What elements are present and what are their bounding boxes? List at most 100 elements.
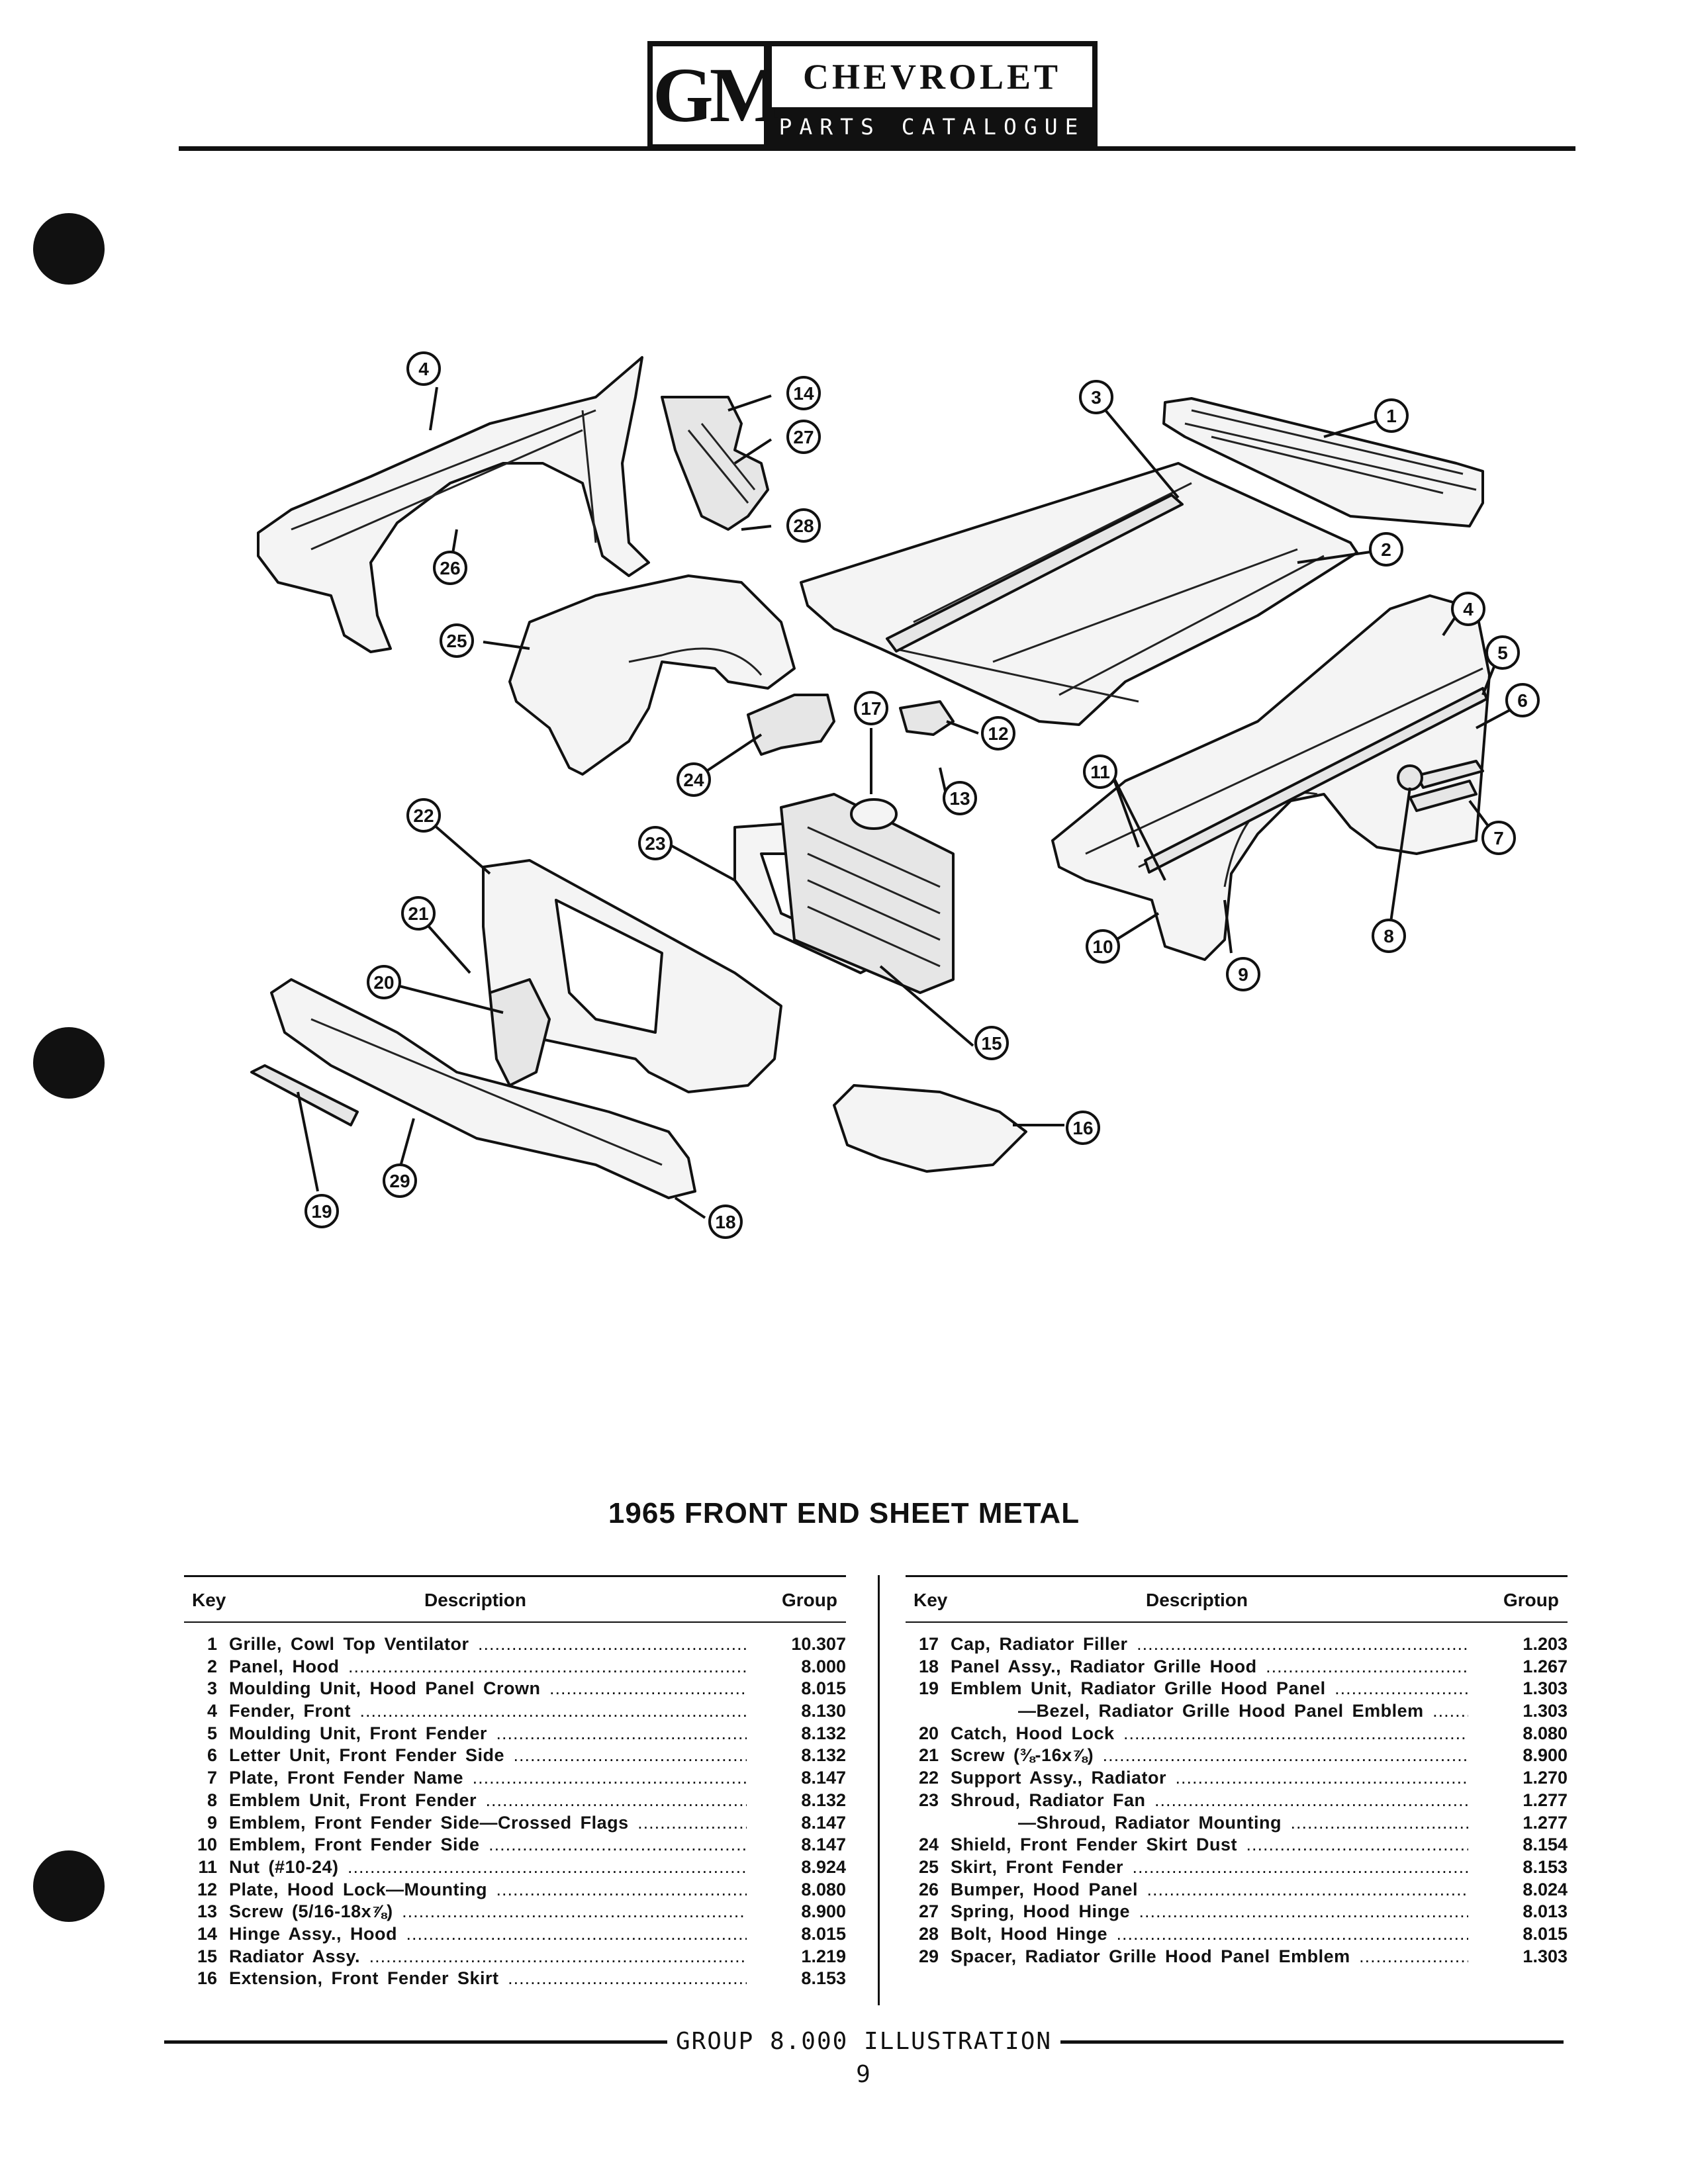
svg-text:25: 25 xyxy=(446,631,467,651)
svg-text:18: 18 xyxy=(715,1212,735,1232)
callout-15: 15 xyxy=(974,1026,1009,1060)
callout-8: 8 xyxy=(1372,919,1406,953)
part-hood-hinge xyxy=(661,396,769,531)
callout-20: 20 xyxy=(367,965,401,999)
svg-text:20: 20 xyxy=(373,972,394,993)
callout-24: 24 xyxy=(677,762,711,797)
svg-text:16: 16 xyxy=(1072,1118,1093,1138)
svg-text:2: 2 xyxy=(1381,539,1391,560)
svg-text:17: 17 xyxy=(861,698,881,719)
part-hood-lock-plate xyxy=(899,700,955,736)
brand-name: CHEVROLET xyxy=(772,46,1092,107)
callout-2: 2 xyxy=(1369,532,1403,567)
table-rule xyxy=(184,1621,846,1623)
svg-text:19: 19 xyxy=(311,1201,332,1222)
callout-23: 23 xyxy=(638,826,673,860)
callout-27: 27 xyxy=(786,420,821,454)
leader-lines xyxy=(297,387,1517,1219)
svg-text:22: 22 xyxy=(413,805,434,826)
part-fender-letters xyxy=(1397,760,1484,812)
header-group: Group xyxy=(1503,1590,1559,1610)
part-hood-moulding xyxy=(886,494,1184,653)
part-cowl-vent-grille xyxy=(1162,397,1484,527)
callout-7: 7 xyxy=(1481,821,1516,855)
header-key: Key xyxy=(192,1590,226,1610)
callout-14: 14 xyxy=(786,376,821,410)
svg-text:29: 29 xyxy=(389,1171,410,1191)
footer-caption: GROUP 8.000 ILLUSTRATION 9 xyxy=(675,2028,1053,2088)
svg-text:26: 26 xyxy=(440,558,460,578)
gm-chevrolet-logo: GM CHEVROLET PARTS CATALOGUE xyxy=(647,41,1098,150)
binder-hole xyxy=(33,1850,105,1922)
table-header: Key Description Group xyxy=(184,1590,846,1616)
table-header: Key Description Group xyxy=(906,1590,1568,1616)
callout-4-right: 4 xyxy=(1451,592,1485,626)
svg-text:10: 10 xyxy=(1092,936,1113,957)
callout-26: 26 xyxy=(433,551,467,585)
part-skirt-extension xyxy=(833,1084,1027,1173)
callout-28: 28 xyxy=(786,508,821,543)
part-hood-panel xyxy=(800,462,1358,726)
table-rule xyxy=(906,1575,1568,1577)
svg-text:5: 5 xyxy=(1497,643,1508,663)
svg-text:4: 4 xyxy=(1463,599,1474,619)
part-radiator xyxy=(780,793,955,994)
page-footer: GROUP 8.000 ILLUSTRATION 9 xyxy=(164,2025,1564,2088)
header-description: Description xyxy=(1145,1590,1248,1610)
svg-text:13: 13 xyxy=(949,788,970,809)
callout-10: 10 xyxy=(1086,929,1120,964)
column-divider xyxy=(878,1575,880,2005)
part-skirt-shield xyxy=(747,694,835,756)
callout-19: 19 xyxy=(305,1194,339,1228)
header-rule xyxy=(179,146,1575,151)
svg-text:24: 24 xyxy=(683,770,704,790)
callout-22: 22 xyxy=(406,798,441,833)
part-fender-moulding xyxy=(1144,687,1488,874)
table-rule xyxy=(906,1621,1568,1623)
callout-29: 29 xyxy=(383,1163,417,1198)
illustration-title: 1965 FRONT END SHEET METAL xyxy=(608,1497,1080,1529)
svg-text:28: 28 xyxy=(793,516,814,536)
callout-12: 12 xyxy=(981,716,1015,751)
svg-text:21: 21 xyxy=(408,903,428,924)
part-grille-hood-panel xyxy=(270,978,696,1199)
svg-text:7: 7 xyxy=(1493,828,1504,848)
callout-25: 25 xyxy=(440,623,474,658)
callout-16: 16 xyxy=(1066,1111,1100,1145)
header-description: Description xyxy=(424,1590,527,1610)
footer-rule xyxy=(164,2040,667,2044)
part-hood-lock-catch xyxy=(489,978,551,1087)
svg-text:11: 11 xyxy=(1090,762,1110,782)
svg-text:23: 23 xyxy=(645,833,665,854)
gm-logo-text: GM xyxy=(653,46,783,144)
svg-text:6: 6 xyxy=(1517,690,1528,711)
binder-hole xyxy=(33,1027,105,1099)
part-front-fender-left xyxy=(257,356,650,653)
callout-21: 21 xyxy=(401,896,436,931)
svg-text:4: 4 xyxy=(418,359,429,379)
